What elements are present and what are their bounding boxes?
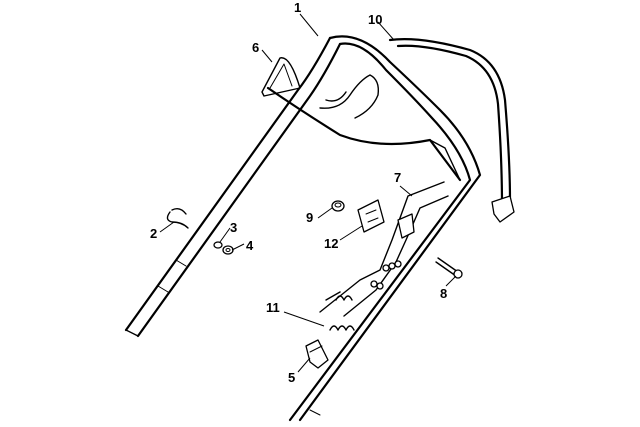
- knob-part-9: [331, 200, 345, 212]
- label-1: 1: [294, 0, 301, 15]
- leader-2: [159, 221, 175, 233]
- label-10: 10: [368, 12, 382, 27]
- label-9: 9: [306, 210, 313, 225]
- label-8: 8: [440, 286, 447, 301]
- leader-12: [339, 225, 363, 241]
- label-12: 12: [324, 236, 338, 251]
- label-11: 11: [266, 300, 280, 315]
- label-3: 3: [230, 220, 237, 235]
- leader-11: [283, 311, 325, 327]
- pin-part-2: [166, 207, 189, 229]
- upper-handle-loop: [288, 35, 482, 422]
- leader-5: [297, 357, 311, 373]
- nut-part-4: [222, 245, 234, 255]
- label-4: 4: [246, 238, 254, 253]
- label-5: 5: [288, 370, 295, 385]
- callout-labels: 1 2 3 4 5 6 7 8 9 10 11 12: [150, 0, 447, 385]
- operator-bar-part-10: [266, 38, 515, 223]
- leader-10: [377, 21, 395, 41]
- leader-1: [299, 13, 319, 37]
- leader-7: [399, 185, 413, 197]
- washer-part-3: [213, 241, 223, 249]
- label-7: 7: [394, 170, 401, 185]
- cable-spring-part-11: [325, 291, 355, 331]
- label-2: 2: [150, 226, 157, 241]
- clip-block-part-12: [357, 199, 385, 233]
- leader-9: [317, 207, 333, 219]
- control-cables-part-7: [319, 181, 449, 317]
- leader-lines: [159, 13, 457, 373]
- cable-clamp-part-5: [305, 339, 329, 369]
- label-6: 6: [252, 40, 259, 55]
- bolt-part-8: [435, 257, 463, 279]
- leader-8: [445, 275, 457, 287]
- leader-6: [261, 49, 273, 63]
- cable-guide-part-6: [261, 57, 301, 97]
- leader-4: [231, 243, 245, 251]
- leader-3: [219, 227, 231, 243]
- handle-left-tube: [124, 36, 342, 338]
